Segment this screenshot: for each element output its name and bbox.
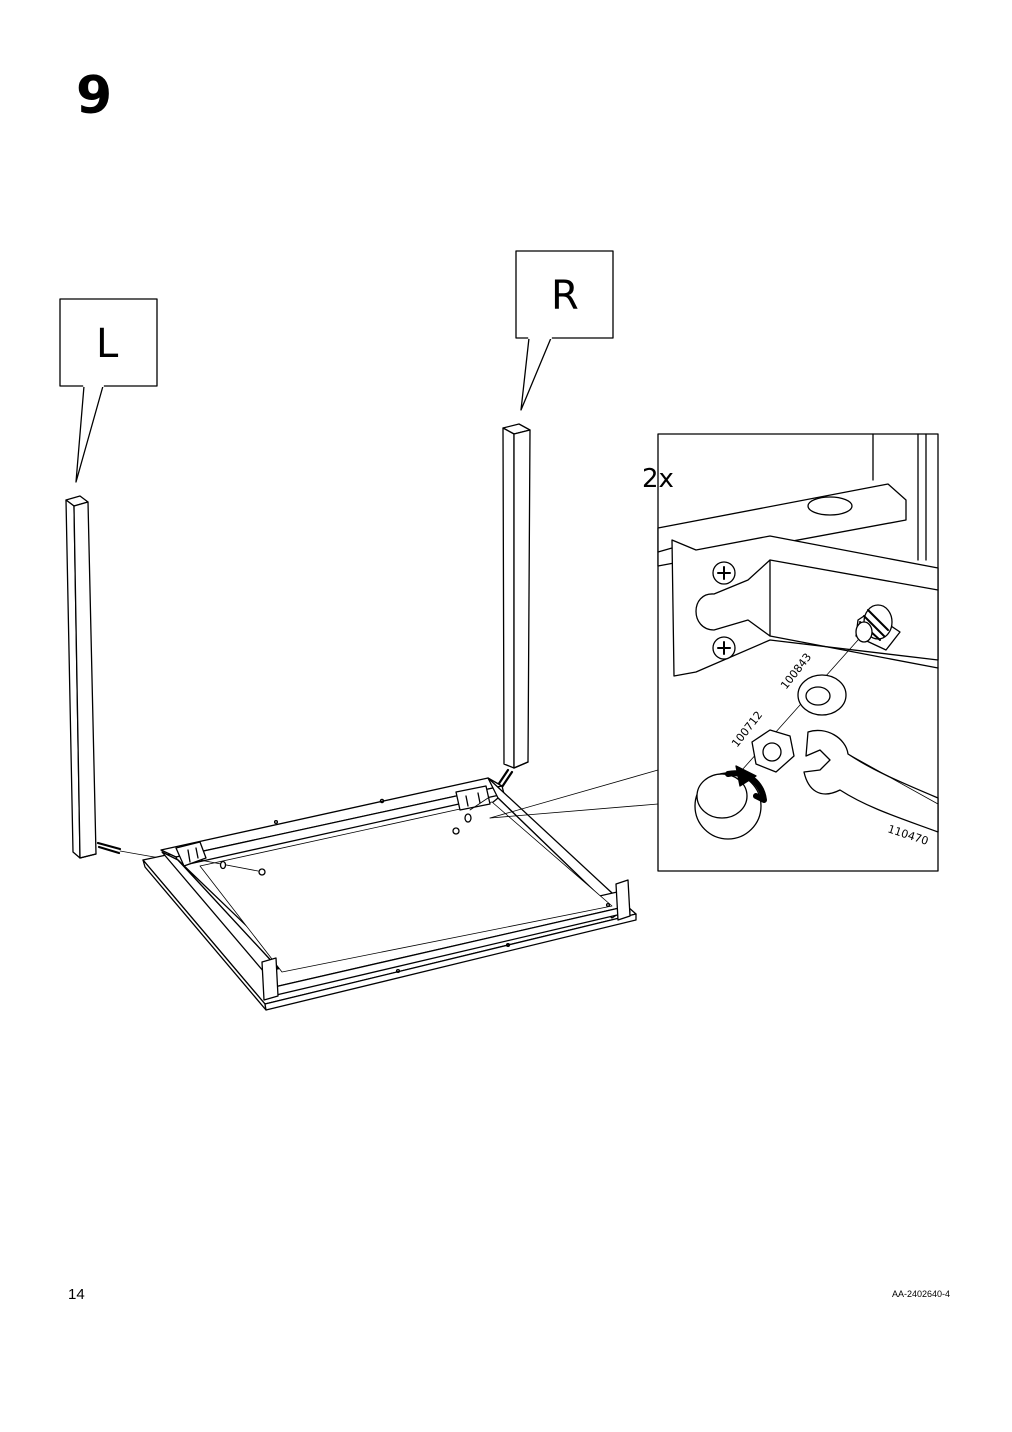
callout-box-right	[515, 250, 614, 339]
right-leg-label: R	[551, 273, 579, 319]
bolt	[855, 604, 901, 651]
left-leg	[65, 495, 161, 859]
detail-frame	[657, 433, 939, 872]
rotation-arrow	[694, 765, 767, 840]
quantity-label: 2x	[642, 464, 674, 494]
document-code: AA-2402640-4	[891, 1289, 950, 1299]
left-leg-label: L	[96, 321, 119, 367]
page-number: 14	[68, 1286, 85, 1303]
right-leg	[489, 423, 531, 799]
callout-box-left	[59, 298, 158, 387]
step-number: 9	[76, 66, 113, 126]
table-frame	[142, 777, 637, 1011]
wrench	[803, 729, 939, 833]
